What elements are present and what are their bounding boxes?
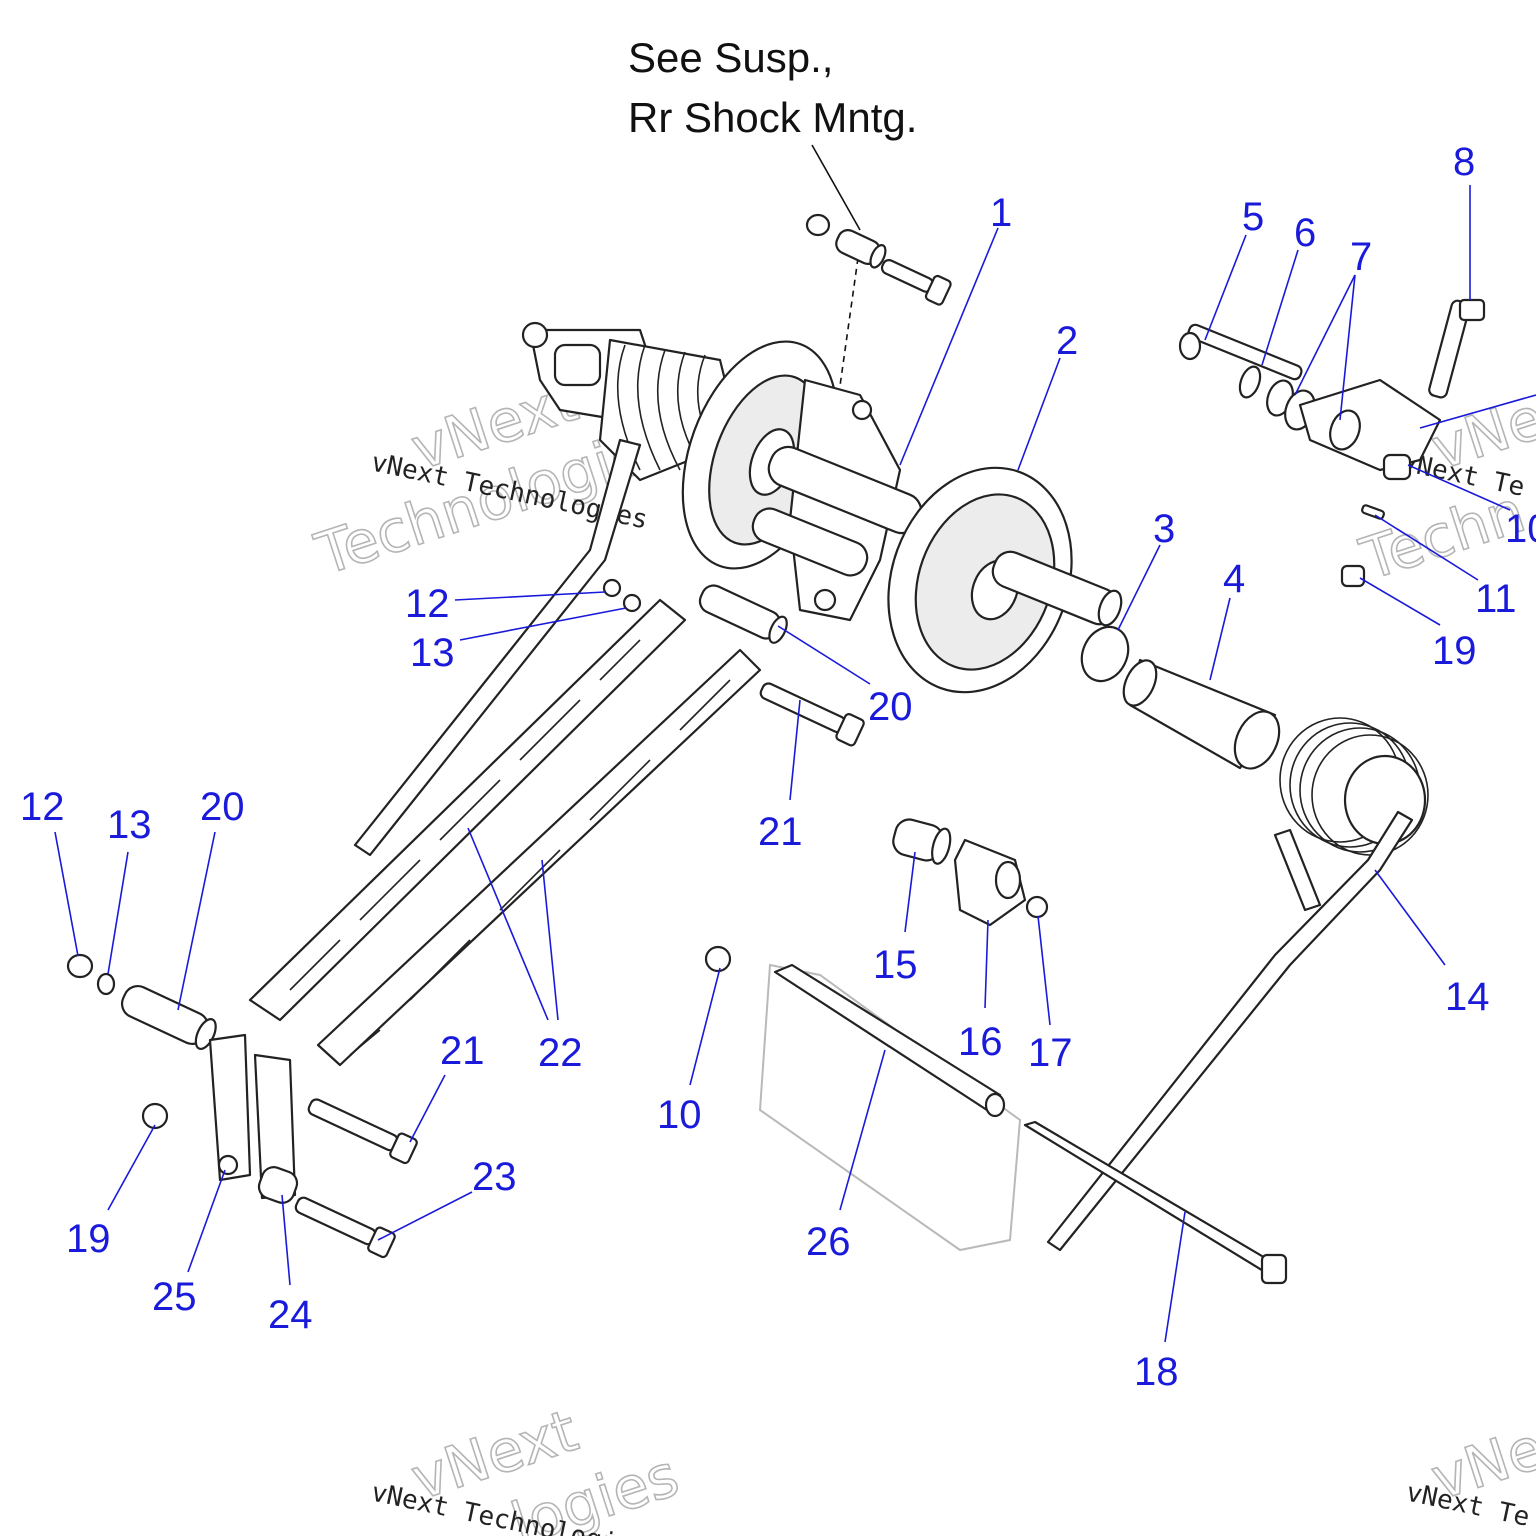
callout-21-center: 21 xyxy=(758,810,803,854)
rail-pair xyxy=(248,598,762,1067)
callout-2: 2 xyxy=(1056,319,1078,363)
shock-mount-dashed-line xyxy=(837,257,859,401)
rail-upper xyxy=(248,598,687,1022)
callout-15: 15 xyxy=(873,943,918,987)
rail-lower xyxy=(316,648,762,1067)
leader-lines xyxy=(54,185,1536,1343)
shock-mount-hardware xyxy=(805,213,952,306)
callout-25: 25 xyxy=(152,1275,197,1319)
callout-19-upper: 19 xyxy=(1432,629,1477,673)
link-plate-b xyxy=(253,1053,297,1200)
callout-labels: 1 2 3 4 5 6 7 8 10 11 19 12 13 20 12 13 … xyxy=(20,140,1536,1394)
front-arm-rod xyxy=(353,438,642,857)
flange-nut-upper xyxy=(1340,564,1366,588)
callout-22: 22 xyxy=(538,1031,583,1075)
long-bolt xyxy=(1023,1120,1288,1285)
stop-block-parts xyxy=(892,818,1049,927)
callout-12-left: 12 xyxy=(20,785,65,829)
callout-20-left: 20 xyxy=(200,785,245,829)
callout-16: 16 xyxy=(958,1020,1003,1064)
callout-21-lower: 21 xyxy=(440,1029,485,1073)
shock-bolt xyxy=(880,259,952,306)
shock-nut xyxy=(805,213,831,237)
callout-13-left: 13 xyxy=(107,803,152,847)
note-leader xyxy=(811,144,861,231)
callout-20-center: 20 xyxy=(868,685,913,729)
note-line-1: See Susp., xyxy=(628,34,833,81)
callout-19-lower: 19 xyxy=(66,1217,111,1261)
callout-7: 7 xyxy=(1350,235,1372,279)
callout-10: 10 xyxy=(657,1093,702,1137)
axle-sleeve xyxy=(1122,658,1281,770)
link-plate-a xyxy=(208,1033,252,1182)
flange-nut-center xyxy=(704,945,732,973)
ghost-frame xyxy=(758,963,1022,1252)
callout-8: 8 xyxy=(1453,140,1475,184)
callout-17: 17 xyxy=(1028,1031,1073,1075)
o-ring xyxy=(1080,625,1130,683)
callout-23: 23 xyxy=(472,1155,517,1199)
callout-11: 11 xyxy=(1475,577,1517,621)
pivot-bolt-stack xyxy=(1178,298,1486,481)
torsion-spring xyxy=(1046,717,1429,1252)
callout-4: 4 xyxy=(1223,557,1245,601)
callout-10-partial: 10 xyxy=(1505,507,1536,551)
center-hardware xyxy=(602,578,865,747)
note-line-2: Rr Shock Mntg. xyxy=(628,94,917,141)
small-pin xyxy=(1361,504,1385,520)
idler-wheel xyxy=(887,466,1123,694)
callout-14: 14 xyxy=(1445,975,1490,1019)
callout-3: 3 xyxy=(1153,507,1175,551)
callout-12-center: 12 xyxy=(405,582,450,626)
callout-24: 24 xyxy=(268,1293,313,1337)
callout-1: 1 xyxy=(990,191,1012,235)
shock-bushing xyxy=(835,229,887,269)
callout-13-center: 13 xyxy=(410,631,455,675)
callout-18: 18 xyxy=(1134,1350,1179,1394)
callout-26: 26 xyxy=(806,1220,851,1264)
bolt-head xyxy=(1178,331,1202,361)
callout-5: 5 xyxy=(1242,195,1264,239)
callout-6: 6 xyxy=(1294,211,1316,255)
